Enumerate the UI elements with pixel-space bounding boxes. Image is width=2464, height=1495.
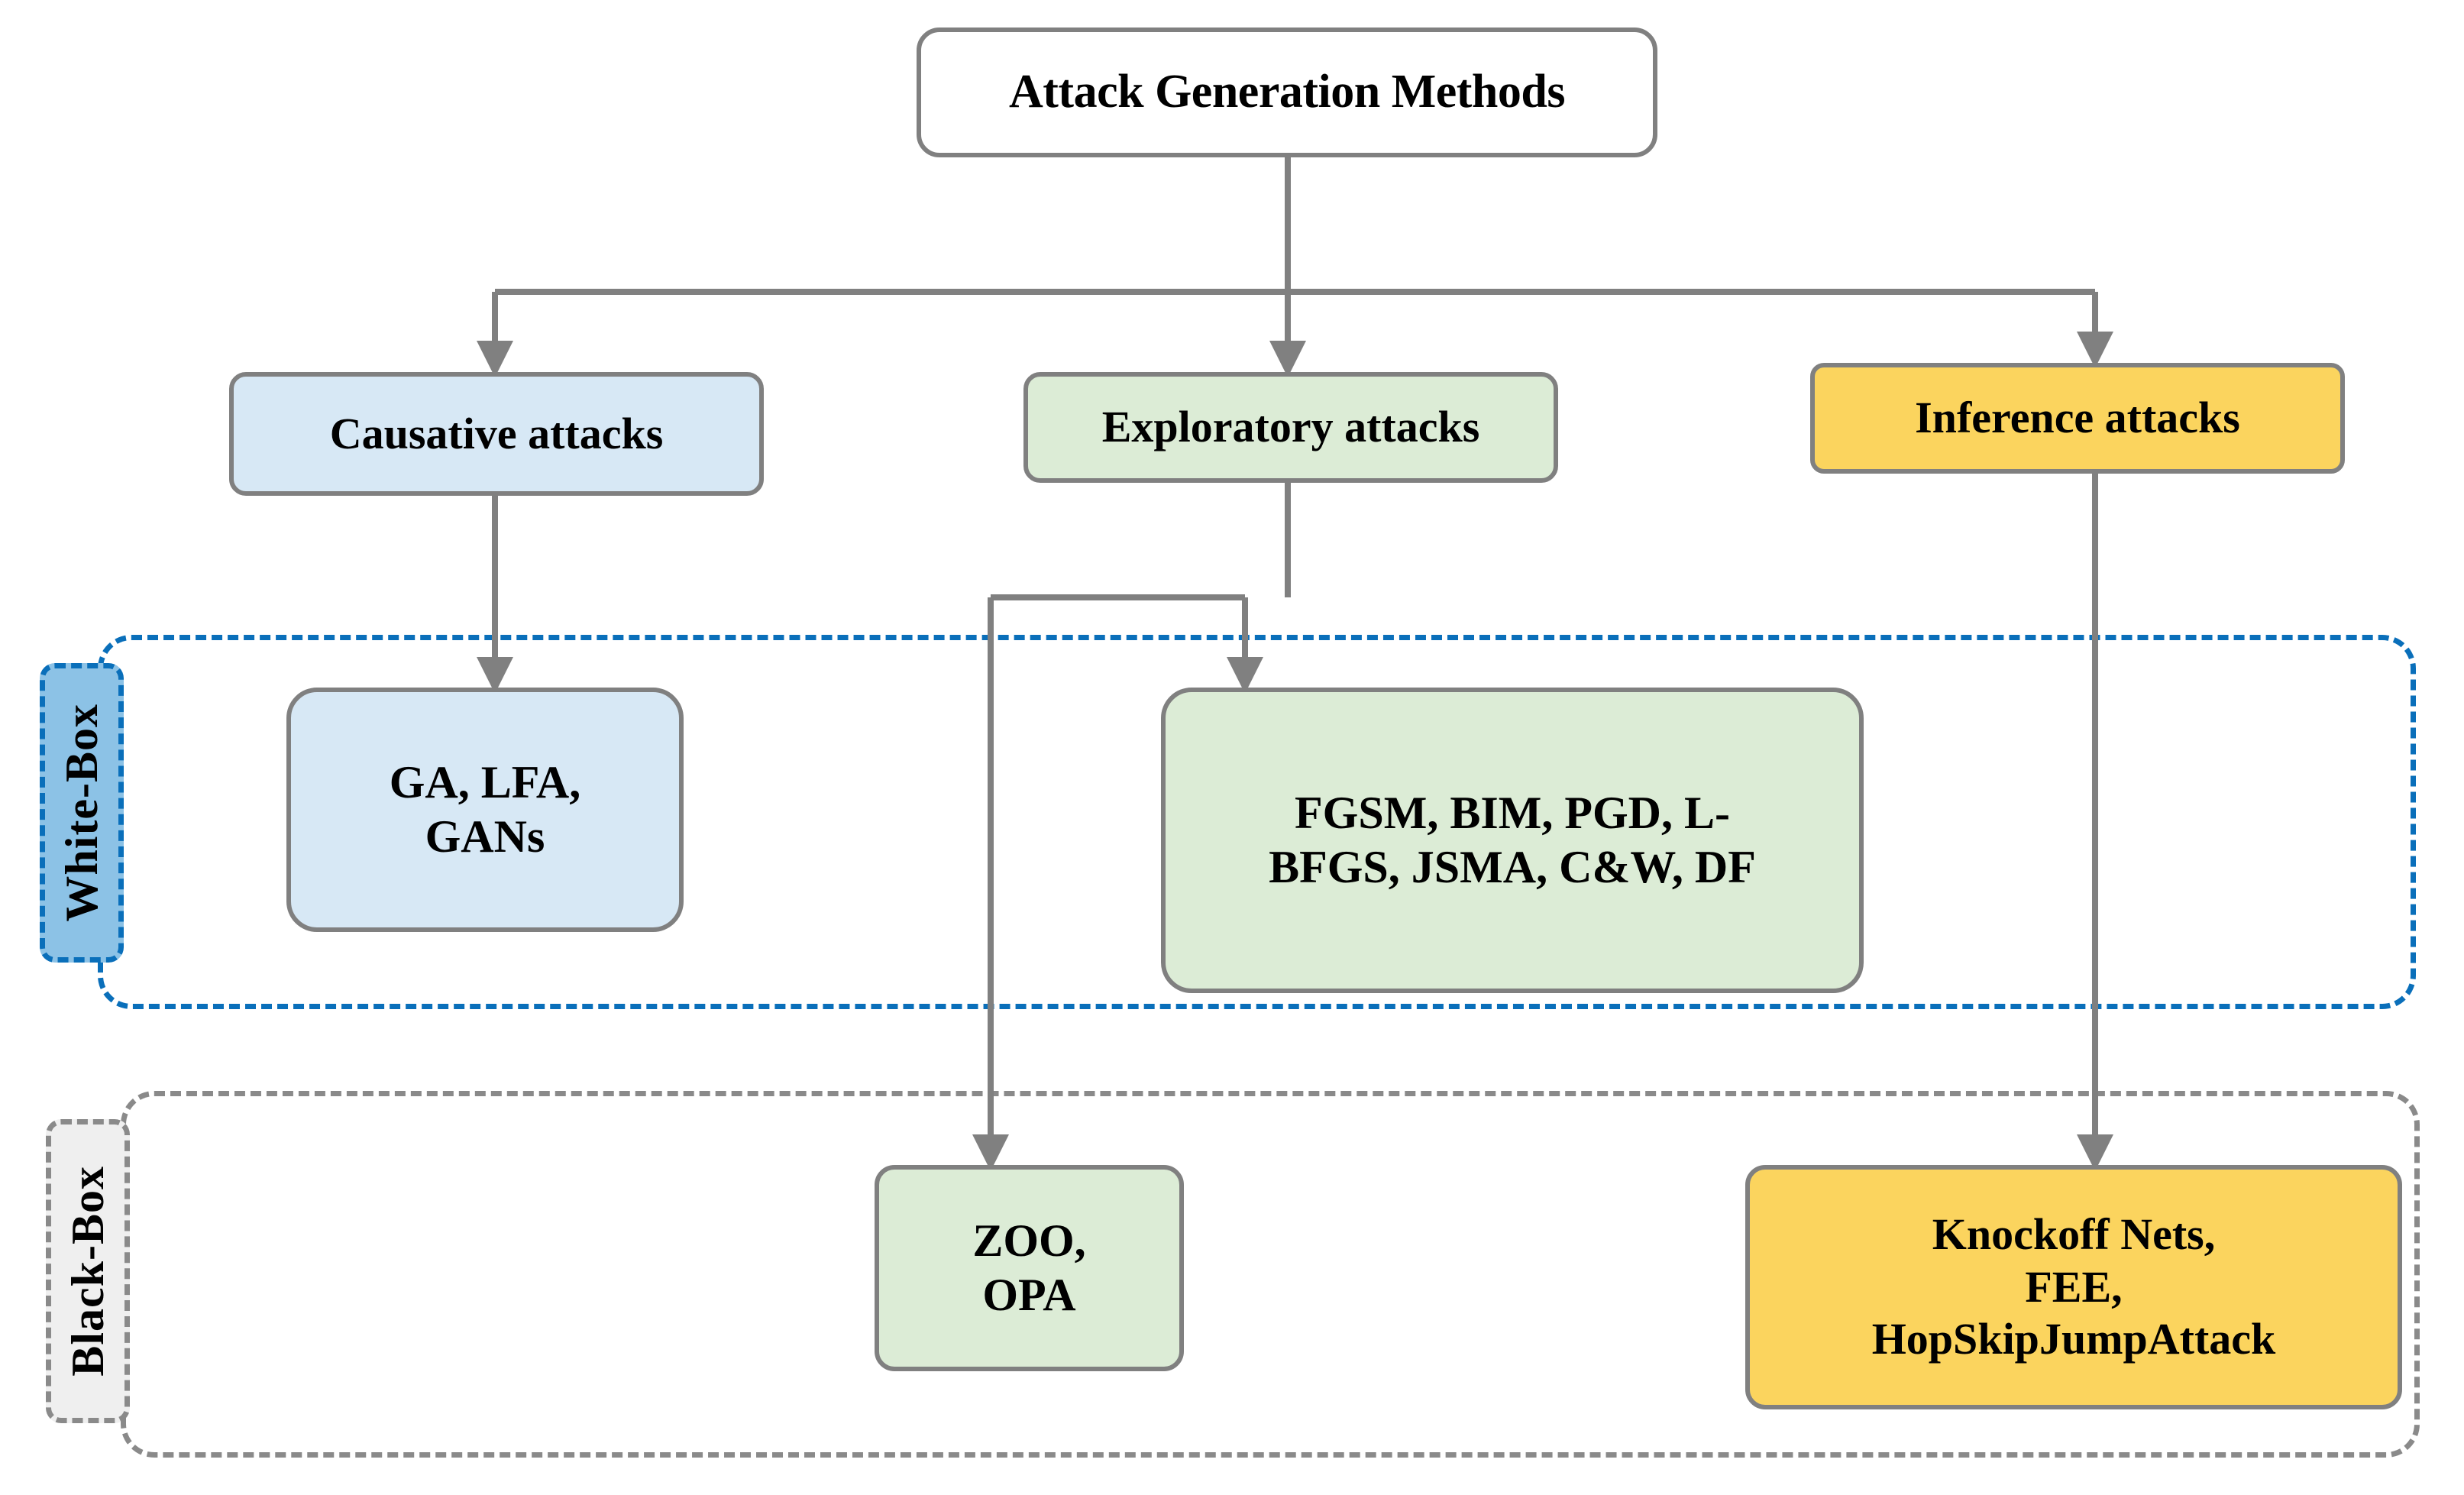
node-ga-lfa-gans[interactable]: GA, LFA, GANs: [286, 688, 684, 932]
node-zoo-line-1: ZOO,: [972, 1215, 1086, 1267]
node-knockoff-nets-fee-hopskipjumpattack[interactable]: Knockoff Nets, FEE, HopSkipJumpAttack: [1745, 1165, 2402, 1409]
node-ga-line-1: GA, LFA,: [389, 757, 581, 808]
node-inference-attacks[interactable]: Inference attacks: [1810, 363, 2345, 474]
group-label-white-box-text: White-Box: [56, 704, 107, 922]
node-fgsm-line-2: BFGS, JSMA, C&W, DF: [1269, 842, 1756, 892]
node-zoo-opa[interactable]: ZOO, OPA: [875, 1165, 1184, 1371]
group-label-white-box: White-Box: [40, 663, 124, 963]
node-knockoff-line-3: HopSkipJumpAttack: [1871, 1314, 2276, 1364]
group-label-black-box-text: Black-Box: [62, 1166, 113, 1377]
group-label-black-box: Black-Box: [46, 1119, 130, 1423]
node-knockoff-line-2: FEE,: [2025, 1261, 2123, 1312]
node-fgsm-line-1: FGSM, BIM, PGD, L-: [1295, 788, 1730, 839]
node-zoo-line-2: OPA: [982, 1270, 1076, 1320]
node-knockoff-line-1: Knockoff Nets,: [1932, 1209, 2216, 1260]
node-exploratory-attacks[interactable]: Exploratory attacks: [1023, 372, 1558, 483]
node-causative-attacks[interactable]: Causative attacks: [229, 372, 764, 496]
node-ga-line-2: GANs: [425, 811, 545, 862]
node-attack-generation-methods[interactable]: Attack Generation Methods: [917, 28, 1657, 157]
node-fgsm-bim-pgd-lbfgs-jsma-cw-df[interactable]: FGSM, BIM, PGD, L- BFGS, JSMA, C&W, DF: [1161, 688, 1864, 993]
